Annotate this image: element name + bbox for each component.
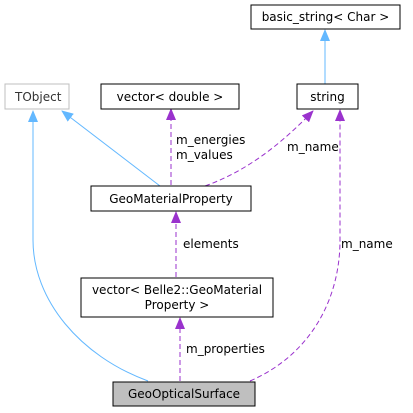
edge-label-m-properties: m_properties [186,342,265,356]
node-string[interactable]: string [296,83,359,110]
edge-label-m-energies: m_energies [176,133,245,147]
edge-geomaterialproperty-to-string [204,110,314,187]
node-basic-string-label: basic_string< Char > [262,10,390,24]
edge-geomaterialproperty-to-tobject [61,110,161,187]
node-vector-geomaterial-line1: vector< Belle2::GeoMaterial [92,283,262,297]
node-vector-double-label: vector< double > [117,90,224,104]
edge-label-m-values: m_values [176,148,233,162]
edge-label-m-name-left: m_name [287,140,339,154]
edge-geoopticalsurface-to-tobject [28,110,149,382]
edge-geoopticalsurface-to-string [249,109,345,382]
node-geomaterialproperty[interactable]: GeoMaterialProperty [90,185,252,212]
node-tobject-label: TObject [14,90,62,104]
node-basic-string[interactable]: basic_string< Char > [250,4,401,30]
edge-label-m-name-right: m_name [341,237,393,251]
node-geoopticalsurface[interactable]: GeoOpticalSurface [112,381,256,407]
node-vector-geomaterial-line2: Property > [145,298,210,312]
edge-label-elements: elements [183,237,239,251]
node-vector-geomaterial[interactable]: vector< Belle2::GeoMaterial Property > [80,277,274,318]
node-string-label: string [310,90,344,104]
node-vector-double[interactable]: vector< double > [100,83,240,110]
node-tobject[interactable]: TObject [4,83,70,110]
node-geoopticalsurface-label: GeoOpticalSurface [128,387,240,401]
node-geomaterialproperty-label: GeoMaterialProperty [109,192,233,206]
